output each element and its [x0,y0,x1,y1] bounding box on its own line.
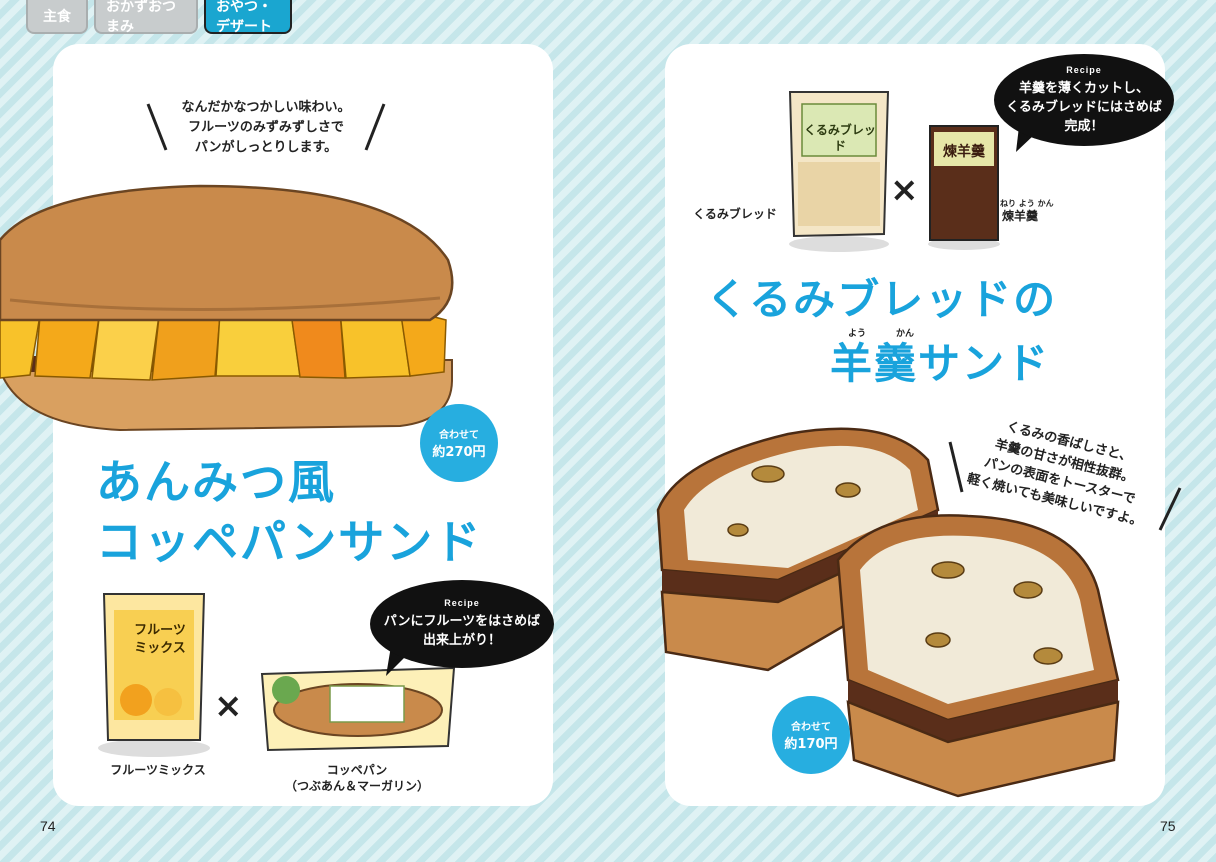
left-comment: なんだかなつかしい味わい。 フルーツのみずみずしさで パンがしっとりします。 [181,100,351,155]
kurumi-bread-pack-image [788,91,890,252]
right-price-badge: 合わせて 約170円 [772,696,850,774]
koppe-pan-pack-image [260,666,456,752]
yokan-sandwich-image [656,427,1120,798]
recipe-text-right: 羊羹を薄くカットし、 くるみブレッドにはさめば 完成！ [1006,80,1162,134]
category-tabs: 主食 おかずおつまみ おやつ・デザート [26,0,292,35]
kurumi-pack-text: くるみブレッド [804,123,876,153]
title-ruby-kan: かん [896,329,915,339]
left-recipe-bubble: Recipe パンにフルーツをはさめば 出来上がり！ [370,580,554,668]
recipe-text: パンにフルーツをはさめば 出来上がり！ [383,614,541,648]
fruit-mix-label: フルーツミックス [110,763,206,777]
price-value-right: 約170円 [784,737,838,752]
fruit-mix-pack-image [98,593,210,757]
kurumi-bread-label: くるみブレッド [693,207,777,221]
recipe-label: Recipe [444,598,480,608]
tab-side-dish[interactable]: おかずおつまみ [94,0,198,35]
tab-main-dish[interactable]: 主食 [26,0,88,34]
page-number-right: 75 [1160,818,1176,834]
price-caption: 合わせて [439,430,479,441]
yokan-pack-text: 煉羊羹 [943,144,985,160]
right-title-line2: 羊羹サンド [830,339,1051,388]
recipe-label-right: Recipe [1066,64,1102,75]
right-recipe-bubble: Recipe 羊羹を薄くカットし、 くるみブレッドにはさめば 完成！ [994,54,1174,146]
right-times-symbol: × [890,170,919,210]
koppe-pan-label: コッペパン （つぶあん＆マーガリン） [284,763,429,793]
left-times-symbol: × [214,686,243,726]
left-price-badge: 合わせて 約270円 [420,404,498,482]
fruit-mix-pack-text: フルーツ ミックス [134,623,186,656]
price-value: 約270円 [432,445,486,460]
page-number-left: 74 [40,818,56,834]
right-title-line1: くるみブレッドの [706,275,1058,324]
koppe-pan-sandwich-image [0,184,454,432]
yokan-ruby: ねり よう かん [1000,199,1054,208]
yokan-pack-image [928,125,1000,250]
price-caption-right: 合わせて [791,722,831,733]
yokan-label: 煉羊羹 [1001,209,1038,223]
tab-dessert[interactable]: おやつ・デザート [204,0,292,35]
title-ruby-you: よう [848,329,867,339]
left-page-title: あんみつ風 コッペパンサンド [96,455,483,569]
